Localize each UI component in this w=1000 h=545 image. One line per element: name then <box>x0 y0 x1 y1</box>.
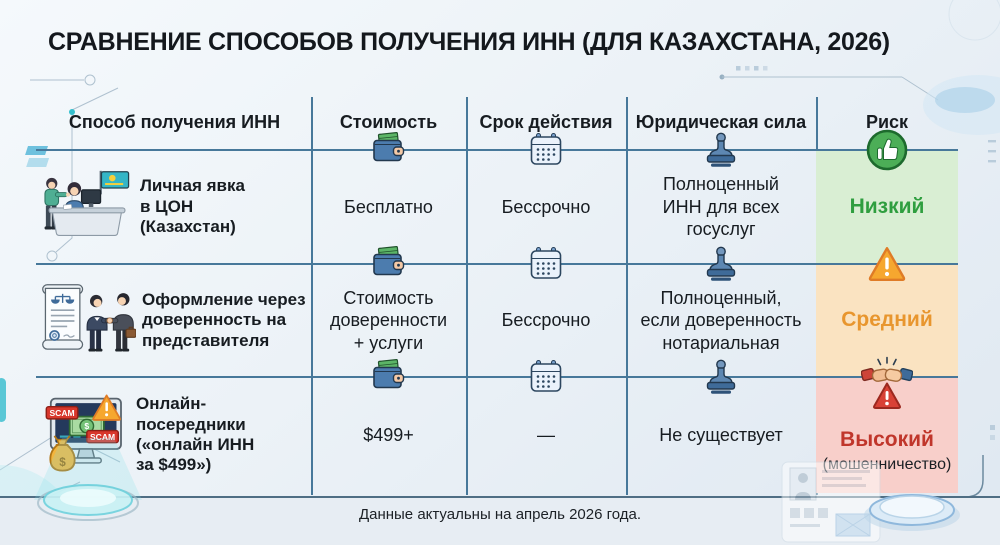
stamp-icon <box>702 131 740 169</box>
power-of-attorney-illustration <box>42 283 136 352</box>
legal-force-cell: Полноценный, если доверенность нотариаль… <box>640 287 802 353</box>
validity-cell: — <box>537 424 555 445</box>
stamp-icon <box>702 358 740 396</box>
method-name: Онлайн- посередники («онлайн ИНН за $499… <box>136 394 255 475</box>
header-method: Способ получения ИНН <box>68 112 281 133</box>
risk-level: Средний <box>841 308 933 332</box>
risk-level: Высокий <box>840 428 934 452</box>
grid-line-vertical <box>311 97 313 495</box>
wallet-icon <box>370 246 406 282</box>
validity-cell: Бессрочно <box>501 310 591 331</box>
cost-cell: Стоимость доверенности + услуги <box>329 287 448 353</box>
wallet-icon <box>370 132 406 168</box>
calendar-icon <box>528 132 564 168</box>
thumbs-up-icon <box>865 128 909 172</box>
scam-website-illustration: $ SCAM SCAM $ <box>45 394 122 472</box>
cost-cell: Бесплатно <box>344 196 433 217</box>
row-method-cell: Личная явка в ЦОН (Казахстан) <box>38 150 313 264</box>
footer-note: Данные актуальны на апрель 2026 года. <box>358 506 642 523</box>
grid-line-horizontal <box>36 263 958 265</box>
cost-cell: $499+ <box>363 424 414 445</box>
page-title: СРАВНЕНИЕ СПОСОБОВ ПОЛУЧЕНИЯ ИНН (ДЛЯ КА… <box>48 28 890 56</box>
risk-cell: Средний <box>816 264 958 377</box>
calendar-icon <box>528 359 564 395</box>
header-validity: Срок действия <box>479 112 613 133</box>
svg-text:SCAM: SCAM <box>49 408 74 418</box>
header-risk: Риск <box>865 112 909 133</box>
legal-force-cell: Не существует <box>659 424 783 445</box>
method-name: Личная явка в ЦОН (Казахстан) <box>140 176 245 237</box>
handshake-fraud-icon <box>861 356 913 416</box>
method-name: Оформление через доверенность на предста… <box>142 289 306 350</box>
risk-note: (мошенничество) <box>822 455 952 473</box>
footer-divider <box>0 496 1000 498</box>
grid-line-horizontal <box>36 149 958 151</box>
grid-line-horizontal <box>36 376 958 378</box>
svg-text:$: $ <box>59 456 66 469</box>
stamp-icon <box>702 245 740 283</box>
person-at-desk-illustration <box>44 170 130 237</box>
svg-text:SCAM: SCAM <box>90 432 115 442</box>
grid-line-vertical <box>626 97 628 495</box>
header-cost: Стоимость <box>339 112 438 133</box>
risk-level: Низкий <box>849 194 925 218</box>
row-method-cell: $ SCAM SCAM $ Онлайн- посередники («онла… <box>38 377 313 493</box>
row-method-cell: Оформление через доверенность на предста… <box>38 264 313 377</box>
risk-cell: Низкий <box>816 150 958 264</box>
warning-triangle-icon <box>867 245 907 283</box>
wallet-icon <box>370 359 406 395</box>
calendar-icon <box>528 246 564 282</box>
svg-text:$: $ <box>84 421 89 431</box>
header-legal-force: Юридическая сила <box>635 112 807 133</box>
validity-cell: Бессрочно <box>501 196 591 217</box>
grid-line-vertical <box>466 97 468 495</box>
legal-force-cell: Полноценный ИНН для всех госуслуг <box>662 174 780 240</box>
